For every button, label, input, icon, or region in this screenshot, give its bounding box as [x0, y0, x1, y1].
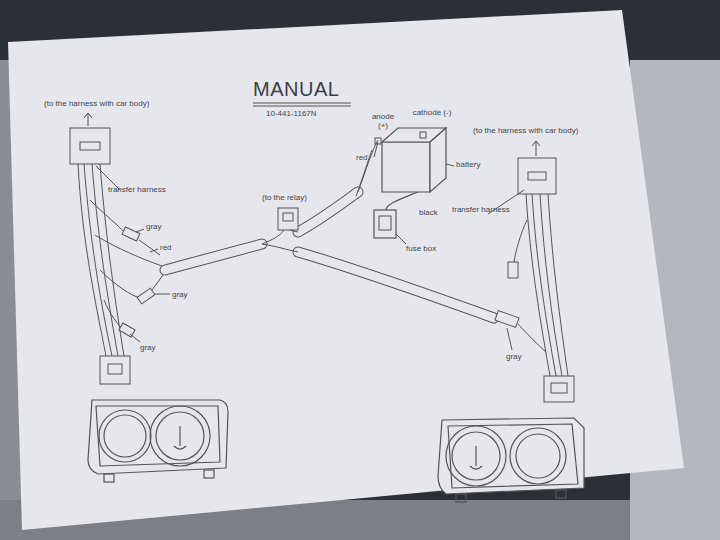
- node-text: battery: [456, 160, 480, 169]
- wire-label: (to the harness with car body): [44, 99, 149, 108]
- wire-label: gray: [172, 290, 188, 299]
- wire-label: transfer harness: [108, 185, 166, 194]
- right-headlamp: [438, 418, 584, 502]
- wire-label: gray: [506, 352, 522, 361]
- wire-sleeves: [165, 192, 494, 318]
- relay-connector: [262, 140, 378, 252]
- edge-label: black: [418, 208, 439, 217]
- node-text: cathode (-): [412, 108, 452, 117]
- battery-box: anode (+)cathode (-)battery: [362, 112, 492, 194]
- left-harness: [70, 113, 170, 384]
- title-text: MANUAL: [253, 78, 339, 101]
- wire-label: red: [356, 153, 368, 162]
- left-headlamp: [88, 400, 228, 482]
- node-text: anode (+): [368, 112, 398, 130]
- wire-label: (to the relay): [262, 193, 307, 202]
- right-harness: [488, 141, 574, 402]
- title-underline: [253, 103, 351, 106]
- wire-label: 10-441-1167N: [266, 109, 317, 118]
- wire-label: (to the harness with car body): [473, 126, 578, 135]
- wire-label: gray: [140, 343, 156, 352]
- wire-label: red: [160, 243, 172, 252]
- node-text: fuse box: [406, 244, 436, 253]
- wire-label: transfer harness: [452, 205, 510, 214]
- wire-label: gray: [146, 222, 162, 231]
